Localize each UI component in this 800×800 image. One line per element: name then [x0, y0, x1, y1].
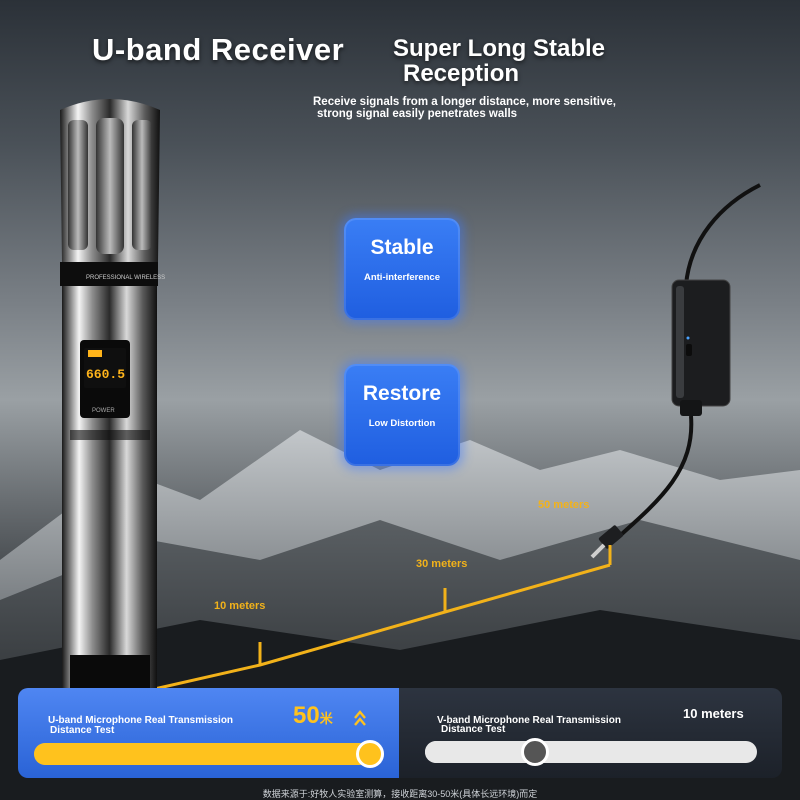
u-band-progress-knob: [356, 740, 384, 768]
comparison-panel: U-band Microphone Real Transmission Dist…: [18, 688, 782, 778]
u-band-section: U-band Microphone Real Transmission Dist…: [18, 688, 399, 778]
u-band-value: 50: [293, 702, 320, 729]
subtitle-line-2: Reception: [403, 60, 520, 87]
v-band-progress-fill: [425, 741, 535, 763]
description-line-2: strong signal easily penetrates walls: [317, 108, 518, 120]
u-band-progress-fill: [34, 743, 370, 765]
footnote: 数据来源于:好牧人实验室测算，接收距离30-50米(具体长远环境)而定: [262, 789, 538, 799]
distance-label-30m: 30 meters: [416, 558, 468, 570]
description: Receive signals from a longer distance, …: [313, 96, 693, 120]
v-band-progress-knob: [521, 738, 549, 766]
feature-title: Restore: [362, 382, 442, 405]
page-title: U-band Receiver: [92, 32, 345, 67]
mic-power-label: POWER: [92, 408, 115, 414]
u-band-progress-track: [34, 740, 384, 768]
feature-subtitle: Anti-interference: [363, 272, 440, 283]
description-line-1: Receive signals from a longer distance, …: [313, 96, 616, 108]
u-band-label-line-1: U-band Microphone Real Transmission: [48, 715, 234, 726]
u-band-unit: 米: [319, 711, 333, 726]
v-band-label-line-1: V-band Microphone Real Transmission: [437, 715, 621, 726]
feature-card-stable: Stable Anti-interference: [344, 218, 460, 320]
v-band-label-line-2: Distance Test: [441, 724, 506, 735]
feature-subtitle: Low Distortion: [368, 418, 436, 429]
distance-label-10m: 10 meters: [214, 600, 266, 612]
v-band-progress-track: [425, 738, 757, 766]
feature-title: Stable: [370, 236, 434, 259]
u-band-distance-value: 50米: [293, 702, 333, 730]
microphone-illustration: PROFESSIONAL WIRELESS 660.5 POWER: [60, 99, 165, 700]
feature-card-restore: Restore Low Distortion: [344, 364, 460, 466]
mic-display-text: 660.5: [86, 367, 125, 382]
page-subtitle: Super Long Stable Reception: [393, 36, 663, 86]
v-band-distance-value: 10 meters: [683, 706, 744, 721]
u-band-label-line-2: Distance Test: [50, 725, 115, 736]
distance-label-50m: 50 meters: [538, 499, 590, 511]
v-band-section: V-band Microphone Real Transmission Dist…: [399, 688, 782, 778]
mic-band-label: PROFESSIONAL WIRELESS: [86, 275, 165, 281]
arrow-up-icon: [354, 710, 366, 726]
subtitle-line-1: Super Long Stable: [393, 35, 606, 62]
